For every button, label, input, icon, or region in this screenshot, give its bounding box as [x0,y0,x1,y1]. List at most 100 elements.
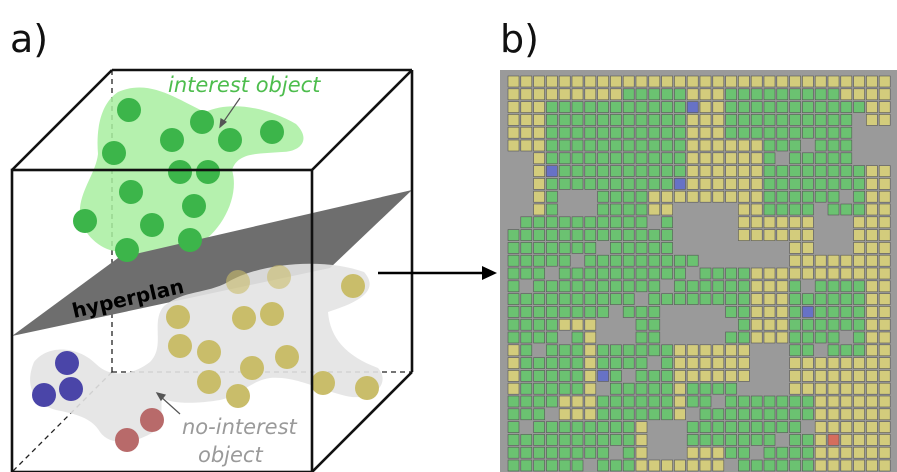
grid-cell [878,293,891,305]
grid-cell [635,459,648,472]
grid-cell [878,229,891,241]
grid-cell [546,331,558,344]
grid-cell [622,75,635,88]
grid-cell [789,139,801,152]
grid-cell [610,126,622,139]
grid-cell [558,357,571,369]
grid-cell [827,101,840,113]
grid-cell [750,126,763,139]
grid-cell [802,88,814,101]
grid-cell [571,421,584,433]
grid-cell [571,408,584,421]
grid-cell [622,446,635,459]
grid-cell [866,370,878,382]
grid-cell [610,280,622,293]
grid-cell [571,357,584,369]
grid-cell [635,357,648,369]
grid-cell [546,190,558,203]
grid-cell [814,139,827,152]
panel-a-label: a) [10,17,48,61]
grid-cell [763,229,776,241]
grid-cell [840,421,853,433]
grid-cell [738,421,750,433]
grid-cell [750,395,763,408]
grid-cell [648,395,661,408]
grid-cell [648,459,661,472]
grid-cell [763,126,776,139]
grid-cell [558,216,571,229]
grid-cell [584,165,597,177]
grid-cell [712,280,725,293]
grid-cell [520,88,533,101]
grid-cell [853,421,865,433]
grid-cell [533,357,545,369]
grid-cell [507,267,520,280]
grid-cell [853,357,865,369]
grid-cell [648,254,661,267]
grid-cell [520,344,533,357]
grid-cell [776,88,789,101]
grid-cell [750,229,763,241]
grid-cell [571,101,584,113]
grid-cell [699,139,712,152]
grid-cell [674,267,686,280]
grid-cell [533,165,545,177]
grid-cell [750,178,763,190]
grid-cell [853,88,865,101]
grid-cell [686,357,699,369]
grid-cell [853,344,865,357]
grid-cell [738,434,750,446]
grid-cell [610,357,622,369]
grid-cell [763,216,776,229]
grid-cell [725,267,737,280]
grid-cell [558,344,571,357]
grid-cell [546,114,558,126]
grid-cell [738,139,750,152]
grid-cell [853,459,865,472]
grid-cell [738,216,750,229]
grid-cell [725,190,737,203]
grid-cell [840,382,853,395]
grid-cell [725,280,737,293]
grid-cell [533,446,545,459]
grid-cell [763,318,776,331]
no-interest-point [197,340,221,364]
grid-cell [558,446,571,459]
grid-cell [853,267,865,280]
grid-cell [802,203,814,216]
grid-cell [827,280,840,293]
grid-cell [661,216,673,229]
grid-cell [648,242,661,254]
grid-cell [686,382,699,395]
grid-cell [674,382,686,395]
grid-cell [571,395,584,408]
grid-cell [546,126,558,139]
no-interest-point [355,376,379,400]
grid-cell [597,165,609,177]
grid-cell [827,293,840,305]
grid-cell [520,446,533,459]
grid-cell [763,190,776,203]
grid-cell [635,370,648,382]
grid-cell [789,242,801,254]
grid-cell [674,165,686,177]
grid-cell [635,408,648,421]
grid-cell [686,101,699,113]
grid-cell [866,242,878,254]
grid-cell [712,178,725,190]
grid-cell [584,126,597,139]
grid-cell [699,114,712,126]
grid-cell [814,446,827,459]
grid-cell [597,216,609,229]
grid-cell [750,421,763,433]
grid-cell [661,75,673,88]
no-interest-label-line1: no-interest [182,415,298,439]
grid-cell [699,267,712,280]
grid-cell [866,280,878,293]
grid-cell [866,190,878,203]
grid-cell [840,203,853,216]
grid-cell [674,293,686,305]
grid-cell [738,203,750,216]
grid-cell [571,318,584,331]
no-interest-point [226,270,250,294]
